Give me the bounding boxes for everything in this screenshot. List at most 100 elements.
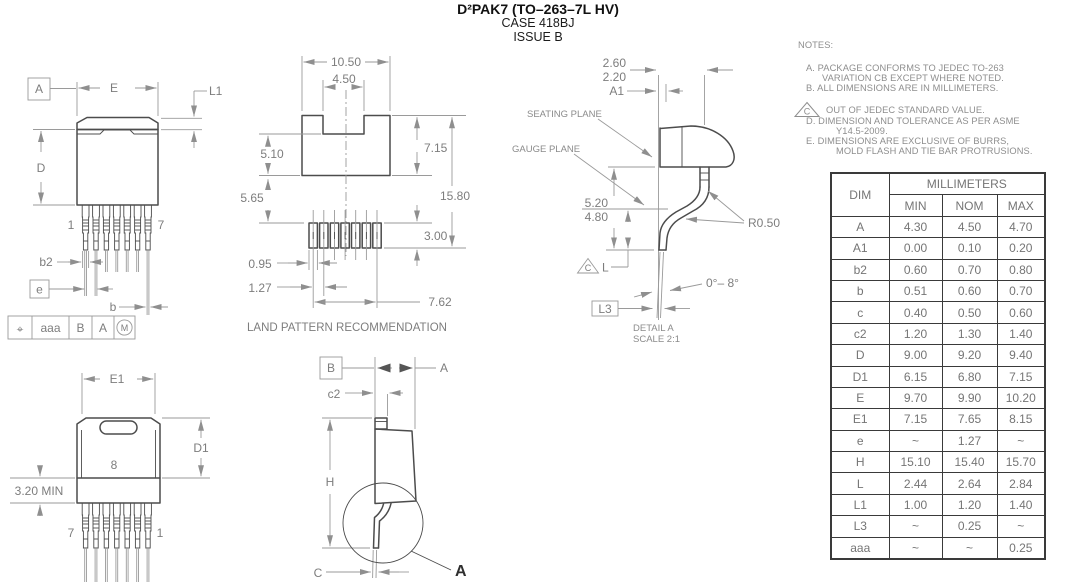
table-cell: 6.15 — [888, 365, 943, 388]
dim-b2-label: b2 — [39, 255, 53, 269]
table-cell: 0.70 — [996, 279, 1046, 303]
table-row: e~1.27~ — [830, 429, 1046, 453]
note-d-line1: D. DIMENSION AND TOLERANCE AS PER ASME — [806, 116, 1020, 126]
table-cell: c — [830, 301, 890, 324]
dim-15-80-label: 15.80 — [440, 189, 470, 203]
table-cell: 4.70 — [996, 215, 1046, 239]
table-cell: 1.20 — [888, 322, 943, 346]
table-cell: 0.51 — [888, 279, 943, 303]
pin-7-label: 7 — [158, 218, 165, 232]
table-cell: 0.80 — [996, 258, 1046, 281]
fcf-tolerance-label: aaa — [40, 321, 60, 335]
table-cell: L3 — [830, 515, 890, 538]
gauge-plane-label: GAUGE PLANE — [512, 144, 580, 155]
front-view: A E L1 D 1 7 b2 — [7, 77, 223, 340]
table-cell: ~ — [888, 429, 943, 453]
table-cell: 15.40 — [941, 451, 998, 474]
dim-c-label: C — [314, 566, 323, 580]
table-cell: 4.50 — [941, 215, 998, 239]
table-cell: ~ — [996, 515, 1046, 538]
table-cell: 7.15 — [888, 408, 943, 431]
table-cell: b2 — [830, 258, 890, 281]
table-cell: 9.40 — [996, 344, 1046, 367]
notes-block: NOTES: A. PACKAGE CONFORMS TO JEDEC TO-2… — [793, 38, 1080, 163]
detail-caption: DETAIL A — [633, 323, 674, 334]
detail-scale: SCALE 2:1 — [633, 334, 680, 345]
triangle-c-symbol — [576, 257, 600, 274]
dim-1-27-label: 1.27 — [248, 281, 272, 295]
table-cell: 6.80 — [941, 365, 998, 388]
table-cell: 0.20 — [996, 237, 1046, 260]
datum-a-label: A — [35, 82, 43, 96]
table-cell: ~ — [888, 515, 943, 538]
table-header-dim: DIM — [830, 172, 890, 217]
table-cell: E — [830, 386, 890, 410]
table-header-units: MILLIMETERS — [888, 172, 1046, 196]
table-cell: 0.25 — [941, 515, 998, 538]
side-body-outline — [374, 428, 417, 505]
land-pattern-outline — [301, 114, 391, 177]
seating-plane-label: SEATING PLANE — [527, 109, 602, 120]
note-a-line2: VARIATION CB EXCEPT WHERE NOTED. — [822, 73, 1004, 83]
tab-hole — [99, 420, 138, 435]
table-cell: 0.40 — [888, 301, 943, 324]
package-body-outline — [76, 128, 159, 206]
dim-2-60-label: 2.60 — [603, 56, 627, 70]
dim-4-80-label: 4.80 — [585, 210, 609, 224]
lead-extension-lines — [84, 570, 150, 582]
table-cell: H — [830, 451, 890, 474]
table-cell: D — [830, 344, 890, 367]
dim-h-label: H — [326, 475, 335, 489]
table-cell: 0.25 — [996, 536, 1046, 560]
dim-5-65-label: 5.65 — [240, 191, 264, 205]
pin-1-label: 1 — [68, 218, 75, 232]
table-header-max: MAX — [996, 194, 1046, 217]
dim-3-20-min-label: 3.20 MIN — [15, 484, 64, 498]
detail-a-circle — [342, 482, 424, 564]
note-c: OUT OF JEDEC STANDARD VALUE. — [826, 105, 985, 115]
note-e-line2: MOLD FLASH AND TIE BAR PROTRUSIONS. — [836, 146, 1033, 156]
table-cell: 0.70 — [941, 258, 998, 281]
table-cell: ~ — [941, 536, 998, 560]
table-cell: 2.84 — [996, 472, 1046, 495]
datum-a-box — [27, 77, 51, 101]
side-lead-outline — [377, 502, 392, 549]
table-cell: L1 — [830, 493, 890, 517]
detail-lead-outline — [665, 186, 710, 251]
dim-d-label: D — [37, 161, 46, 175]
table-cell: 0.00 — [888, 237, 943, 260]
table-cell: 4.30 — [888, 215, 943, 239]
table-cell: c2 — [830, 322, 890, 346]
dim-a1-label: A1 — [609, 84, 624, 98]
table-cell: 0.10 — [941, 237, 998, 260]
table-cell: 10.20 — [996, 386, 1046, 410]
dim-7-15-label: 7.15 — [424, 141, 448, 155]
dim-5-20-label: 5.20 — [585, 196, 609, 210]
pin-7-back-label: 7 — [68, 526, 75, 540]
table-cell: 1.27 — [941, 429, 998, 453]
table-cell: b — [830, 279, 890, 303]
table-cell: 0.60 — [996, 301, 1046, 324]
dim-b-label: b — [110, 300, 117, 314]
detail-a-callout: A — [455, 563, 467, 580]
table-cell: 1.40 — [996, 322, 1046, 346]
dim-l-label: L — [602, 261, 609, 275]
table-cell: 1.30 — [941, 322, 998, 346]
svg-text:C: C — [804, 107, 811, 117]
fcf-datum-b-label: B — [76, 321, 84, 335]
note-d-line2: Y14.5-2009. — [836, 126, 888, 136]
note-a-line1: A. PACKAGE CONFORMS TO JEDEC TO-263 — [806, 63, 1004, 73]
table-cell: L — [830, 472, 890, 495]
side-view: B A c2 H A C — [314, 356, 467, 580]
case-number: CASE 418BJ — [501, 16, 575, 30]
